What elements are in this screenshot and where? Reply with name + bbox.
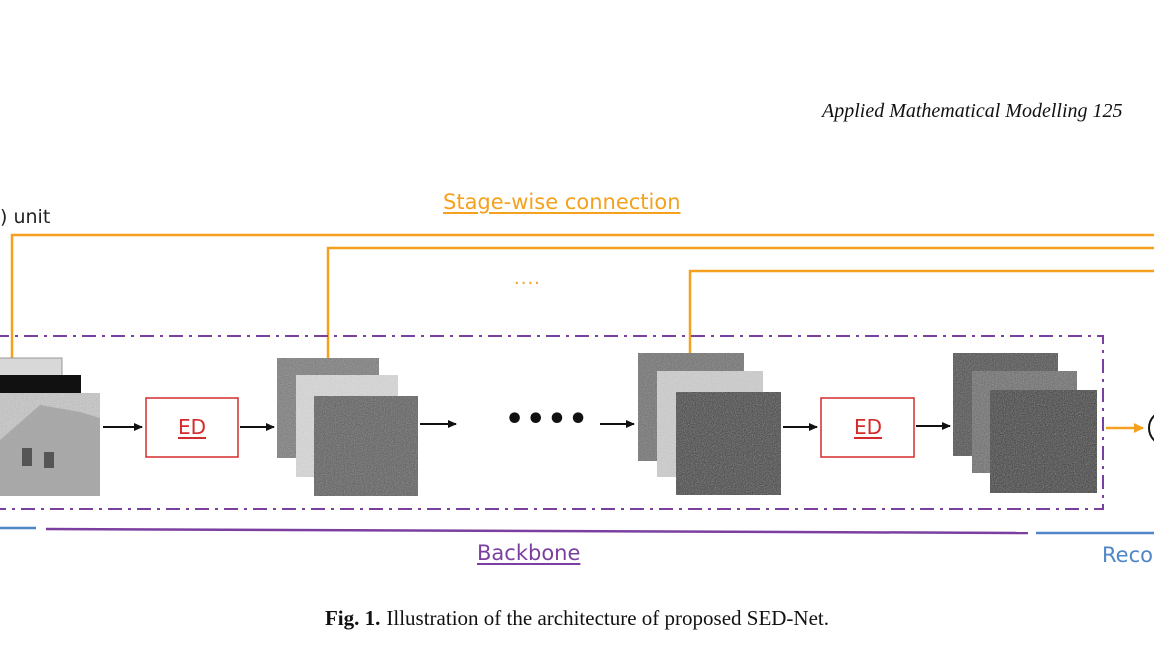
ed-label-2: ED [854,415,883,439]
caption-text: Illustration of the architecture of prop… [386,606,830,630]
stage-connection-label: Stage-wise connection [443,190,681,214]
middle-ellipsis: •••• [505,402,590,437]
figure-caption: Fig. 1.Illustration of the architecture … [0,606,1154,631]
flow-arrows [103,420,951,431]
figure-number: Fig. 1. [324,606,381,630]
ed-block-1 [145,397,239,458]
stage-dots: .... [514,268,541,289]
feature-stack-2 [638,353,781,495]
fusion-node [1148,414,1154,442]
backbone-underline [45,527,1029,535]
reconstruction-label: Recor [1102,543,1154,567]
ed-label-1: ED [178,415,207,439]
ed-block-2 [820,397,915,458]
input-image-stack [0,357,100,496]
backbone-box [0,335,1104,510]
journal-header: Applied Mathematical Modelling 125 [822,100,1123,122]
stage-connection-lines [10,233,1154,360]
unit-label: ) unit [0,206,51,228]
backbone-label: Backbone [477,541,581,565]
feature-stack-1 [277,358,418,496]
feature-stack-3 [953,353,1097,493]
